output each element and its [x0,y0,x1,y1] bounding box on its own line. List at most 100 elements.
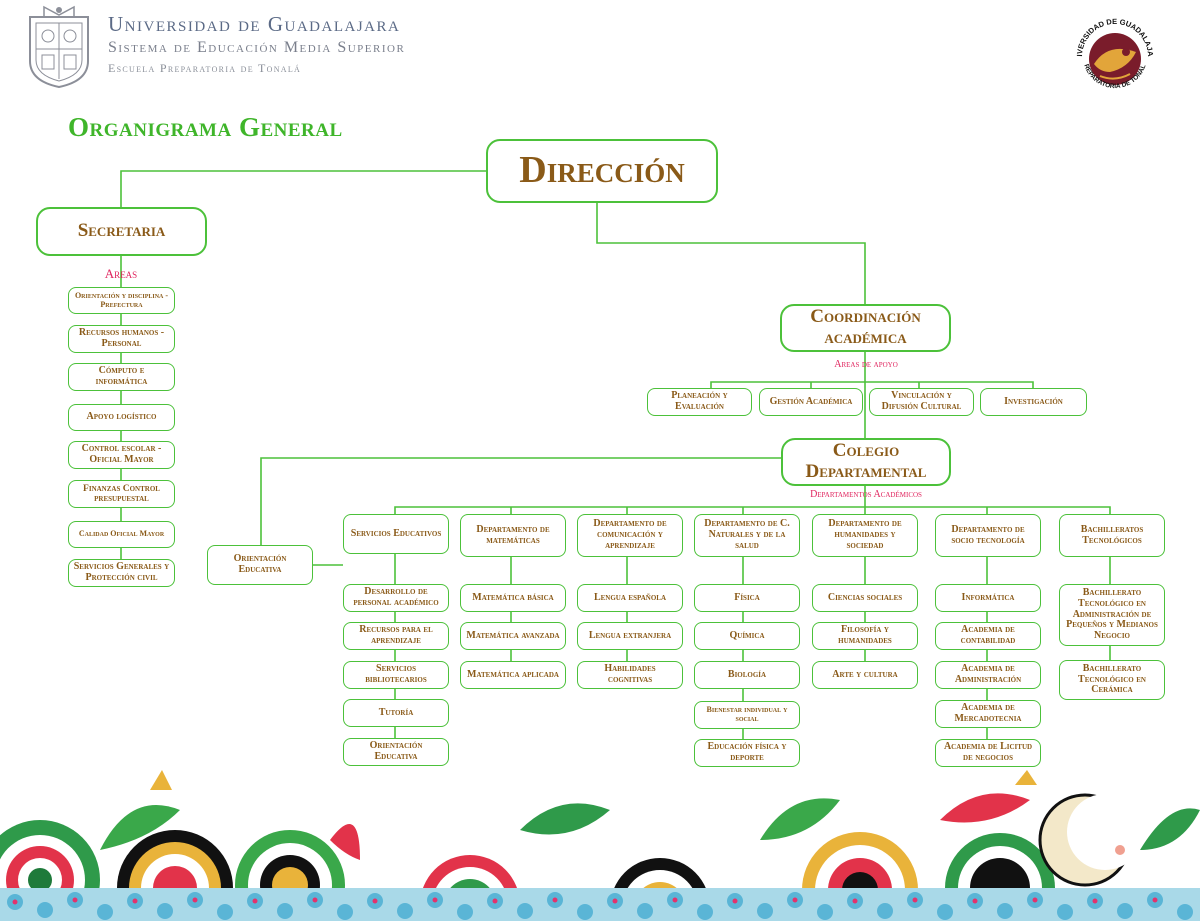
dept-label: Bachilleratos Tecnológicos [1080,523,1144,546]
university-name: Universidad de Guadalajara [108,12,401,36]
item-label: Tutoría [378,706,414,718]
item-box: Habilidades cognitivas [577,661,683,689]
item-box: Bachillerato Tecnológico en Cerámica [1059,660,1165,700]
floral-footer-decoration-icon [0,770,1200,921]
area-label: Calidad Oficial Mayor [78,529,165,539]
coordinacion-box: Coordinación académica [780,304,951,352]
item-label: Recursos para el aprendizaje [359,624,433,646]
area-box-calidad: Calidad Oficial Mayor [68,521,175,548]
item-box: Tutoría [343,699,449,727]
item-box: Educación física y deporte [694,739,800,767]
area-box-finanzas: Finanzas Control presupuestal [68,480,175,508]
item-box: Lengua extranjera [577,622,683,650]
item-label: Informática [961,591,1015,603]
item-box: Orientación Educativa [343,738,449,766]
item-box: Biología [694,661,800,689]
dept-label: Departamento de socio tecnología [951,523,1025,546]
area-label: Control escolar - Oficial Mayor [81,443,162,465]
item-box: Física [694,584,800,612]
school-name: Escuela Preparatoria de Tonalá [108,61,302,75]
item-label: Arte y cultura [832,668,898,680]
item-label: Física [734,591,760,603]
item-box: Academia de contabilidad [935,622,1041,650]
colegio-box: Colegio Departamental [781,438,951,486]
item-box: Química [694,622,800,650]
direccion-box: Dirección [486,139,718,203]
item-box: Academia de Administración [935,661,1041,689]
dept-box-matematicas: Departamento de matemáticas [460,514,566,557]
item-label: Lengua española [593,591,667,603]
item-label: Química [729,629,765,641]
orientacion-label: Orientación Educativa [233,553,287,575]
dept-label: Servicios Educativos [350,527,442,539]
university-shield-icon [29,5,89,89]
dept-box-bachilleratos: Bachilleratos Tecnológicos [1059,514,1165,557]
item-label: Habilidades cognitivas [604,663,656,685]
item-label: Matemática avanzada [466,629,560,641]
support-box-gestion: Gestión Académica [759,388,863,416]
support-area-label: Investigación [1004,395,1063,407]
item-box: Lengua española [577,584,683,612]
dept-label: Departamento de comunicación y aprendiza… [593,518,667,551]
dept-label: Departamento de C. Naturales y de la sal… [704,518,790,551]
area-box-prefectura: Orientación y disciplina - Prefectura [68,287,175,314]
area-label: Cómputo e informática [95,365,148,387]
dept-box-ciencias-naturales: Departamento de C. Naturales y de la sal… [694,514,800,557]
item-box: Ciencias sociales [812,584,918,612]
orientacion-educativa-box: Orientación Educativa [207,545,313,585]
item-label: Ciencias sociales [827,591,903,603]
item-label: Servicios bibliotecarios [365,663,427,685]
support-box-planeacion: Planeación y Evaluación [647,388,752,416]
dept-box-comunicacion: Departamento de comunicación y aprendiza… [577,514,683,557]
item-label: Matemática aplicada [467,668,559,680]
colegio-label: Colegio Departamental [805,440,927,482]
areas-label: Areas [104,266,138,281]
item-label: Orientación Educativa [369,740,423,762]
dept-box-socio-tecnologia: Departamento de socio tecnología [935,514,1041,557]
item-box: Academia de Licitud de negocios [935,739,1041,767]
area-box-servicios-generales: Servicios Generales y Protección civil [68,559,175,587]
area-box-control-escolar: Control escolar - Oficial Mayor [68,441,175,469]
item-label: Academia de Licitud de negocios [943,741,1033,763]
support-box-vinculacion: Vinculación y Difusión Cultural [869,388,974,416]
area-box-computo: Cómputo e informática [68,363,175,391]
item-label: Academia de Mercadotecnia [954,702,1022,724]
item-box: Academia de Mercadotecnia [935,700,1041,728]
item-label: Educación física y deporte [707,741,787,763]
preparatoria-seal-icon: UNIVERSIDAD DE GUADALAJARA PREPARATORIA … [1070,12,1155,90]
item-label: Bachillerato Tecnológico en Cerámica [1078,662,1146,696]
item-box: Matemática básica [460,584,566,612]
item-label: Desarrollo de personal académico [353,586,439,608]
item-box: Recursos para el aprendizaje [343,622,449,650]
support-area-label: Gestión Académica [769,395,853,407]
item-label: Academia de Administración [954,663,1022,685]
support-area-label: Vinculación y Difusión Cultural [881,390,962,412]
dept-box-humanidades: Departamento de humanidades y sociedad [812,514,918,557]
item-label: Biología [727,668,767,680]
item-box: Filosofía y humanidades [812,622,918,650]
departments-label: Departamentos Académicos [810,489,922,500]
secretaria-label: Secretaria [77,220,166,242]
item-box: Matemática avanzada [460,622,566,650]
support-areas-label: Areas de apoyo [834,359,898,370]
area-label: Apoyo logístico [86,411,157,423]
area-label: Servicios Generales y Protección civil [73,561,170,583]
direccion-label: Dirección [519,149,685,192]
support-box-investigacion: Investigación [980,388,1087,416]
system-name: Sistema de Educación Media Superior [108,39,406,56]
area-label: Finanzas Control presupuestal [83,483,160,504]
chart-title: Organigrama General [68,112,343,142]
item-label: Matemática básica [472,591,554,603]
item-box: Bachillerato Tecnológico en Administraci… [1059,584,1165,646]
support-area-label: Planeación y Evaluación [671,390,728,412]
dept-label: Departamento de matemáticas [476,523,550,546]
area-box-recursos-humanos: Recursos humanos - Personal [68,325,175,353]
item-box: Arte y cultura [812,661,918,689]
area-box-apoyo-logistico: Apoyo logístico [68,404,175,431]
item-label: Bienestar individual y social [706,705,788,723]
item-label: Academia de contabilidad [960,624,1016,646]
item-box: Matemática aplicada [460,661,566,689]
dept-box-servicios-educativos: Servicios Educativos [343,514,449,554]
coordinacion-label: Coordinación académica [810,306,921,348]
